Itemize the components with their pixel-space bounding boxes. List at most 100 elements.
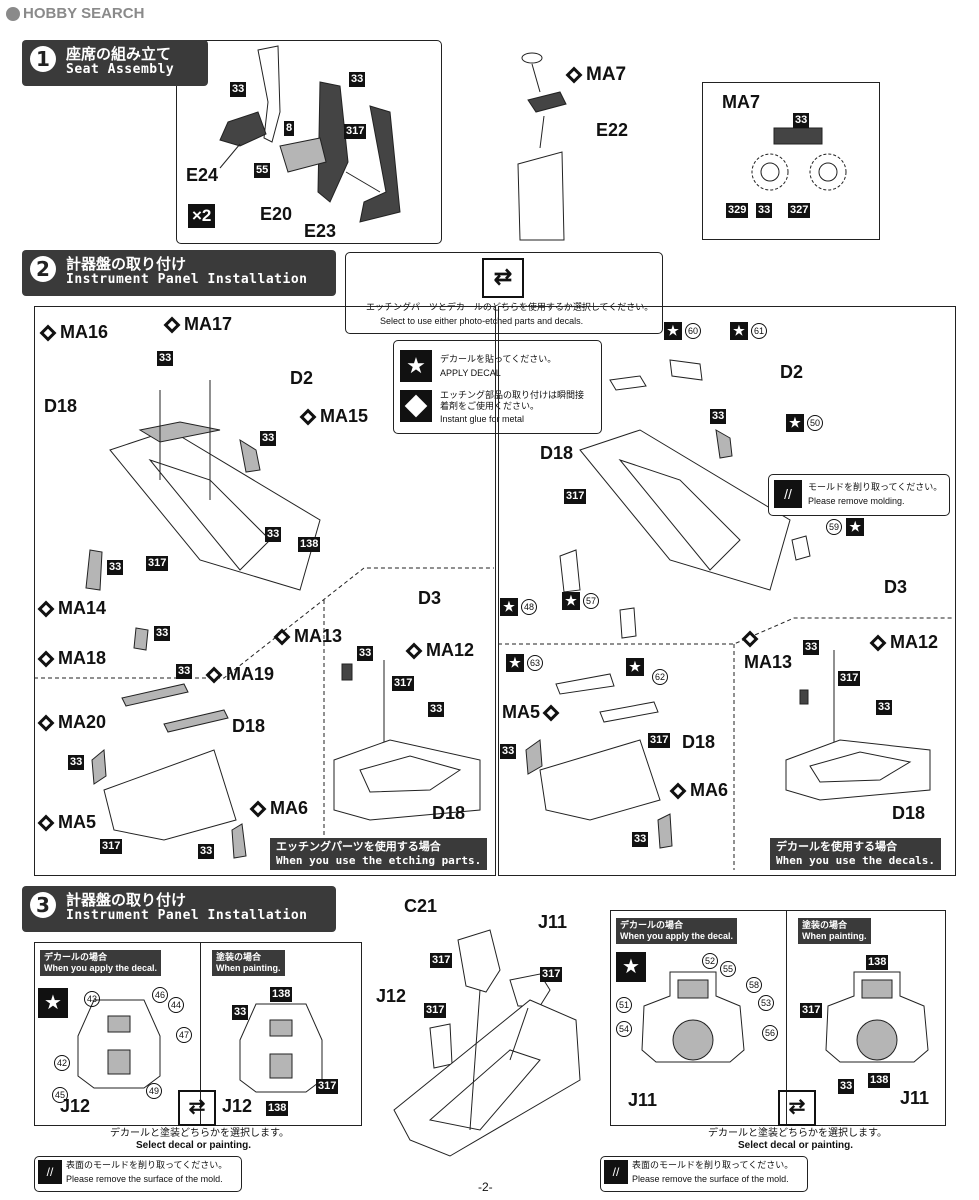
color-33-d2-right: 33 [710, 409, 727, 424]
part-ma13-right-label: MA13 [744, 652, 793, 672]
decal-case-en-right: When you apply the decal. [620, 931, 734, 941]
paint-case-jp-left: 塗装の場合 [216, 952, 262, 962]
part-j12-paint: J12 [222, 1096, 253, 1116]
right-lower-drawing [525, 673, 673, 849]
decal-case-jp-right: デカールの場合 [620, 920, 684, 930]
color-317-e20: 317 [344, 124, 367, 139]
color-317-c21: 317 [430, 953, 453, 968]
decal-case-jp-left: デカールの場合 [44, 952, 108, 962]
decal-57: ★57 [562, 592, 599, 611]
part-ma5-right: MA5 [502, 702, 563, 723]
left-panel-drawing-b [333, 660, 481, 821]
color-33-ma12: 33 [428, 702, 445, 717]
color-317-j12: 317 [316, 1079, 339, 1094]
star-icon: ★ [506, 654, 524, 673]
left-cockpit-drawing [85, 380, 321, 651]
step2-left-frame [34, 306, 496, 876]
ma5-label: MA5 [58, 812, 97, 832]
star-icon: ★ [846, 518, 865, 537]
legend-decal-en: APPLY DECAL [440, 368, 501, 378]
diamond-icon [299, 408, 317, 426]
step3-title-jp: 計器盤の取り付け [66, 891, 187, 909]
ma7-label: MA7 [586, 64, 627, 85]
decal-62-num-wrap: 62 [652, 668, 668, 686]
color-33-panel: 33 [265, 527, 282, 542]
multiplier-badge: ×2 [188, 204, 216, 228]
decal-49-num: 49 [146, 1083, 162, 1100]
ma19-label: MA19 [226, 664, 275, 684]
decal-53-num: 53 [758, 995, 774, 1012]
decal-48: ★48 [500, 598, 537, 617]
part-ma7: MA7 [565, 64, 627, 86]
knife-icon-right: // [604, 1160, 628, 1184]
j12-paint-drawing [239, 1003, 323, 1093]
decal-51: 51 [616, 996, 632, 1014]
decal-44-num: 44 [168, 997, 184, 1014]
part-d3-right: D3 [884, 577, 908, 597]
decal-44: 44 [168, 996, 184, 1014]
color-33-ma12-right: 33 [876, 700, 893, 715]
decal-55: 55 [720, 960, 736, 978]
part-d18-left-b: D18 [232, 716, 266, 736]
paint-case-jp-right: 塗装の場合 [802, 920, 848, 930]
part-d18-left: D18 [44, 396, 78, 416]
diamond-icon [669, 782, 687, 800]
paint-case-en-right: When painting. [802, 931, 867, 941]
decal-49: 49 [146, 1082, 162, 1100]
decal-54: 54 [616, 1020, 632, 1038]
etching-en: When you use the etching parts. [276, 854, 482, 867]
select-note-box [345, 252, 663, 334]
part-ma15: MA15 [299, 406, 368, 427]
diamond-icon [565, 66, 583, 84]
star-icon: ★ [730, 322, 748, 341]
color-8: 8 [284, 121, 295, 136]
decal-case-tag-left: デカールの場合 When you apply the decal. [40, 950, 162, 976]
color-138-j12-b: 138 [266, 1101, 289, 1116]
diamond-legend-icon [400, 390, 432, 422]
decal-55-num: 55 [720, 961, 736, 978]
knife-icon-left: // [38, 1160, 62, 1184]
decals-banner: デカールを使用する場合 When you use the decals. [770, 838, 941, 870]
swap-icon-right: ⇄ [778, 1090, 816, 1126]
decal-58-num: 58 [746, 977, 762, 994]
step1-header: 1 座席の組み立て Seat Assembly [22, 40, 208, 86]
left-lower-drawing [91, 683, 247, 859]
part-ma20: MA20 [37, 712, 106, 733]
part-ma13-right [741, 628, 762, 649]
star-icon: ★ [626, 658, 644, 677]
decals-en: When you use the decals. [776, 854, 935, 867]
color-33-j12: 33 [232, 1005, 249, 1020]
decal-50: ★50 [786, 414, 823, 433]
step3-header: 3 計器盤の取り付け Instrument Panel Installation [22, 886, 336, 932]
part-d18-right: D18 [540, 443, 574, 463]
select-decal-jp-right: デカールと塗装どちらかを選択します。 [708, 1128, 887, 1139]
molding-jp: モールドを削り取ってください。 [808, 482, 943, 492]
select-decal-en-left: Select decal or painting. [136, 1140, 252, 1151]
decal-57-num: 57 [583, 593, 599, 610]
decal-63: ★63 [506, 654, 543, 673]
star-icon-step3-left: ★ [38, 988, 68, 1018]
ma16-label: MA16 [60, 322, 109, 342]
surface-note-right [600, 1156, 808, 1192]
select-note-en: Select to use either photo-etched parts … [380, 316, 584, 326]
part-c21: C21 [404, 896, 438, 916]
star-icon: ★ [500, 598, 518, 617]
decal-59-num: 59 [826, 519, 842, 536]
decal-52-num: 52 [702, 953, 718, 970]
color-329: 329 [726, 203, 749, 218]
part-d2-right: D2 [780, 362, 804, 382]
diamond-icon [273, 628, 291, 646]
swap-icon-left: ⇄ [178, 1090, 216, 1126]
decal-52: 52 [702, 952, 718, 970]
color-138-j11: 138 [866, 955, 889, 970]
decal-62: ★ [626, 658, 647, 677]
decal-case-tag-right: デカールの場合 When you apply the decal. [616, 918, 738, 944]
star-icon: ★ [400, 350, 432, 382]
surface-note-left [34, 1156, 242, 1192]
etching-banner: エッチングパーツを使用する場合 When you use the etching… [270, 838, 488, 870]
step2-title-jp: 計器盤の取り付け [66, 255, 187, 273]
color-317-ma5: 317 [100, 839, 123, 854]
ma7-detail-label: MA7 [722, 92, 761, 112]
decal-case-en-left: When you apply the decal. [44, 963, 158, 973]
step2-dividers [34, 567, 954, 870]
